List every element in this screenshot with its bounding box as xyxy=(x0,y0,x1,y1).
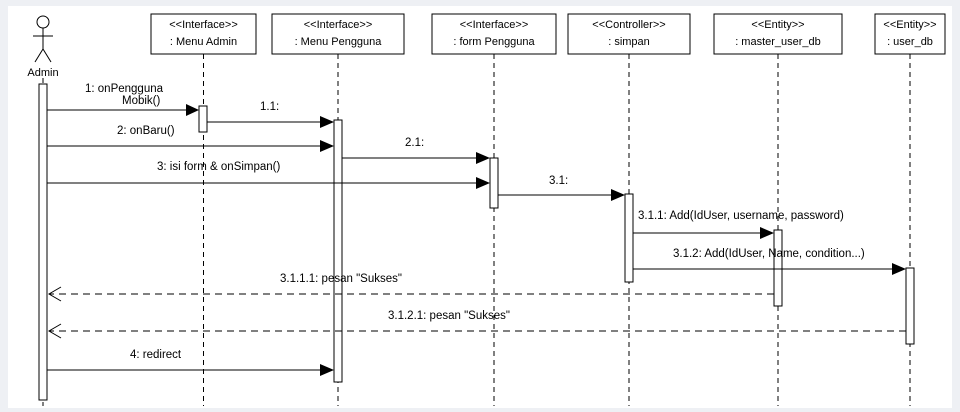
lifeline-form-pengguna: <<Interface>> : form Pengguna xyxy=(431,13,557,406)
lifeline-header-box xyxy=(874,13,946,55)
arrowhead-filled xyxy=(892,263,906,275)
message-label: 3.1.1: Add(IdUser, username, password) xyxy=(638,210,844,222)
lifeline-menu-admin: <<Interface>> : Menu Admin xyxy=(150,13,257,406)
lifeline-stereotype: <<Interface>> xyxy=(304,19,373,31)
actor-name: Admin xyxy=(27,67,58,79)
arrowhead-filled xyxy=(320,116,334,128)
return-3-1-1-1: 3.1.1.1: pesan "Sukses" xyxy=(48,273,774,302)
arrowhead-open xyxy=(48,286,62,302)
message-1-1: 1.1: xyxy=(207,101,334,128)
message-1: 1: onPengguna Mobik() xyxy=(47,83,199,116)
lifeline-stereotype: <<Controller>> xyxy=(592,19,665,31)
activation-master-user-db xyxy=(773,229,783,307)
arrowhead-filled xyxy=(611,189,625,201)
message-2: 2: onBaru() xyxy=(47,125,334,152)
arrowhead-filled xyxy=(186,104,199,116)
message-2-1: 2.1: xyxy=(342,137,490,164)
message-label: 1: onPengguna xyxy=(85,83,164,95)
actor-activation xyxy=(38,83,48,401)
lifeline-header-box xyxy=(713,13,843,55)
lifeline-name: : Menu Pengguna xyxy=(295,36,383,48)
lifeline-stereotype: <<Interface>> xyxy=(460,19,529,31)
lifeline-name: : master_user_db xyxy=(735,36,821,48)
message-label: 3.1.1.1: pesan "Sukses" xyxy=(280,273,402,285)
arrowhead-filled xyxy=(320,140,334,152)
lifeline-name: : form Pengguna xyxy=(453,36,535,48)
message-3: 3: isi form & onSimpan() xyxy=(47,161,490,189)
message-label: 2: onBaru() xyxy=(117,125,175,137)
actor-admin: Admin xyxy=(27,15,59,79)
return-3-1-2-1: 3.1.2.1: pesan "Sukses" xyxy=(48,310,906,339)
arrowhead-filled xyxy=(760,227,774,239)
sequence-diagram: Admin <<Interface>> : Menu Admin <<Inter… xyxy=(8,6,952,408)
message-3-1: 3.1: xyxy=(498,175,625,201)
arrowhead-filled xyxy=(476,152,490,164)
message-label: 3.1: xyxy=(549,175,568,187)
actor-right-leg xyxy=(42,48,52,63)
activation-menu-pengguna xyxy=(333,119,343,383)
lifeline-header-box xyxy=(150,13,257,55)
lifeline-header-box xyxy=(567,13,691,55)
arrowhead-filled xyxy=(476,177,490,189)
activation-user-db xyxy=(905,267,915,345)
message-3-1-1: 3.1.1: Add(IdUser, username, password) xyxy=(633,210,844,239)
lifeline-user-db: <<Entity>> : user_db xyxy=(874,13,946,406)
lifeline-menu-pengguna: <<Interface>> : Menu Pengguna xyxy=(271,13,405,406)
lifeline-header-box xyxy=(431,13,557,55)
message-label: 3.1.2: Add(IdUser, Name, condition...) xyxy=(673,248,865,260)
message-label: 2.1: xyxy=(405,137,424,149)
message-4: 4: redirect xyxy=(47,349,334,376)
diagram-svg: Admin <<Interface>> : Menu Admin <<Inter… xyxy=(27,13,946,406)
message-label: 4: redirect xyxy=(130,349,182,361)
lifeline-header-box xyxy=(271,13,405,55)
activation-menu-admin xyxy=(198,105,208,133)
lifeline-stereotype: <<Entity>> xyxy=(883,19,936,31)
activation-simpan xyxy=(624,193,634,283)
lifeline-stereotype: <<Interface>> xyxy=(169,19,238,31)
actor-left-leg xyxy=(34,48,44,63)
lifeline-name: : user_db xyxy=(887,36,933,48)
message-label: Mobik() xyxy=(122,95,161,107)
lifeline-name: : simpan xyxy=(608,36,650,48)
arrowhead-filled xyxy=(320,364,334,376)
message-label: 3.1.2.1: pesan "Sukses" xyxy=(388,310,510,322)
arrowhead-open xyxy=(48,323,62,339)
lifeline-name: : Menu Admin xyxy=(170,36,237,48)
message-label: 1.1: xyxy=(260,101,279,113)
message-label: 3: isi form & onSimpan() xyxy=(157,161,281,173)
actor-head xyxy=(36,15,50,29)
message-3-1-2: 3.1.2: Add(IdUser, Name, condition...) xyxy=(633,248,906,275)
activation-form-pengguna xyxy=(489,157,499,209)
lifeline-stereotype: <<Entity>> xyxy=(751,19,804,31)
